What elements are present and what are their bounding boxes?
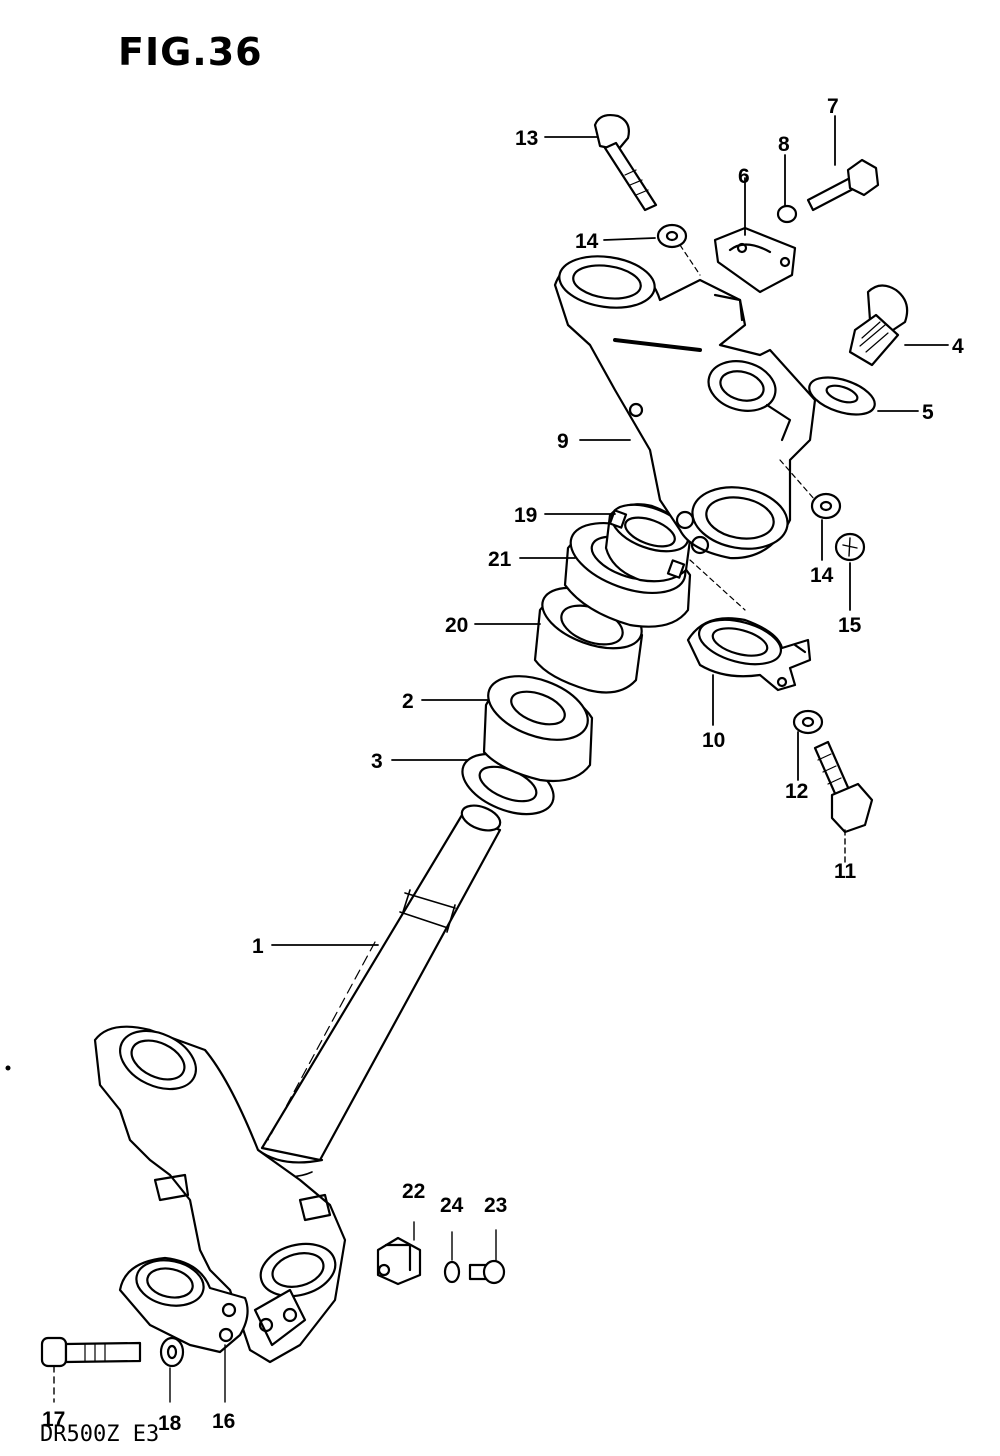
callout-14: 14 <box>810 564 834 587</box>
callout-11: 11 <box>834 860 857 883</box>
callout-9: 9 <box>557 430 569 453</box>
part-17-bolt <box>40 1336 142 1403</box>
part-18-washer <box>159 1336 185 1403</box>
part-13-bolt <box>593 113 658 212</box>
callout-16: 16 <box>212 1410 235 1433</box>
callout-15: 15 <box>838 614 862 637</box>
callout-6: 6 <box>738 165 750 188</box>
part-6-holder-cap <box>713 226 797 294</box>
part-12-washer <box>792 709 824 735</box>
callout-4: 4 <box>952 335 964 358</box>
part-15-nut <box>834 532 866 562</box>
part-2-bearing <box>482 675 594 783</box>
callout-2: 2 <box>402 690 414 713</box>
callout-10: 10 <box>702 729 725 752</box>
model-code: DR500Z E3 <box>40 1422 160 1447</box>
callout-3: 3 <box>371 750 383 773</box>
part-1-steering-stem <box>93 804 502 1364</box>
callout-18: 18 <box>158 1412 182 1435</box>
callout-24: 24 <box>440 1194 464 1217</box>
callout-19: 19 <box>514 504 537 527</box>
leader-lines <box>271 115 949 946</box>
callout-23: 23 <box>484 1194 507 1217</box>
callout-22: 22 <box>402 1180 425 1203</box>
callout-labels: 1 2 3 4 5 6 7 8 9 10 11 12 13 14 14 15 1… <box>42 95 964 1435</box>
stray-dot <box>5 1065 11 1071</box>
callout-8: 8 <box>778 133 790 156</box>
part-11-bolt <box>813 740 874 863</box>
part-24-washer <box>443 1231 461 1284</box>
callout-20: 20 <box>445 614 468 637</box>
part-14-washer-lower <box>810 492 842 520</box>
callout-12: 12 <box>785 780 808 803</box>
callout-5: 5 <box>922 401 934 424</box>
part-5-washer <box>808 376 876 416</box>
figure-title: FIG.36 <box>118 30 263 74</box>
part-23-screw <box>468 1229 506 1285</box>
part-4-cap-bolt <box>848 284 909 367</box>
callout-14: 14 <box>575 230 599 253</box>
callout-13: 13 <box>515 127 538 150</box>
callout-7: 7 <box>827 95 839 118</box>
part-7-bolt <box>806 158 880 212</box>
part-19-nut <box>604 503 692 583</box>
part-9-upper-bracket <box>553 244 817 611</box>
callout-21: 21 <box>488 548 512 571</box>
part-10-lock-plate <box>686 617 812 692</box>
part-22-clip <box>376 1221 422 1286</box>
callout-17: 17 <box>42 1408 65 1431</box>
callout-1: 1 <box>252 935 264 958</box>
part-14-washer-upper <box>656 223 688 249</box>
part-8-washer <box>776 204 798 224</box>
